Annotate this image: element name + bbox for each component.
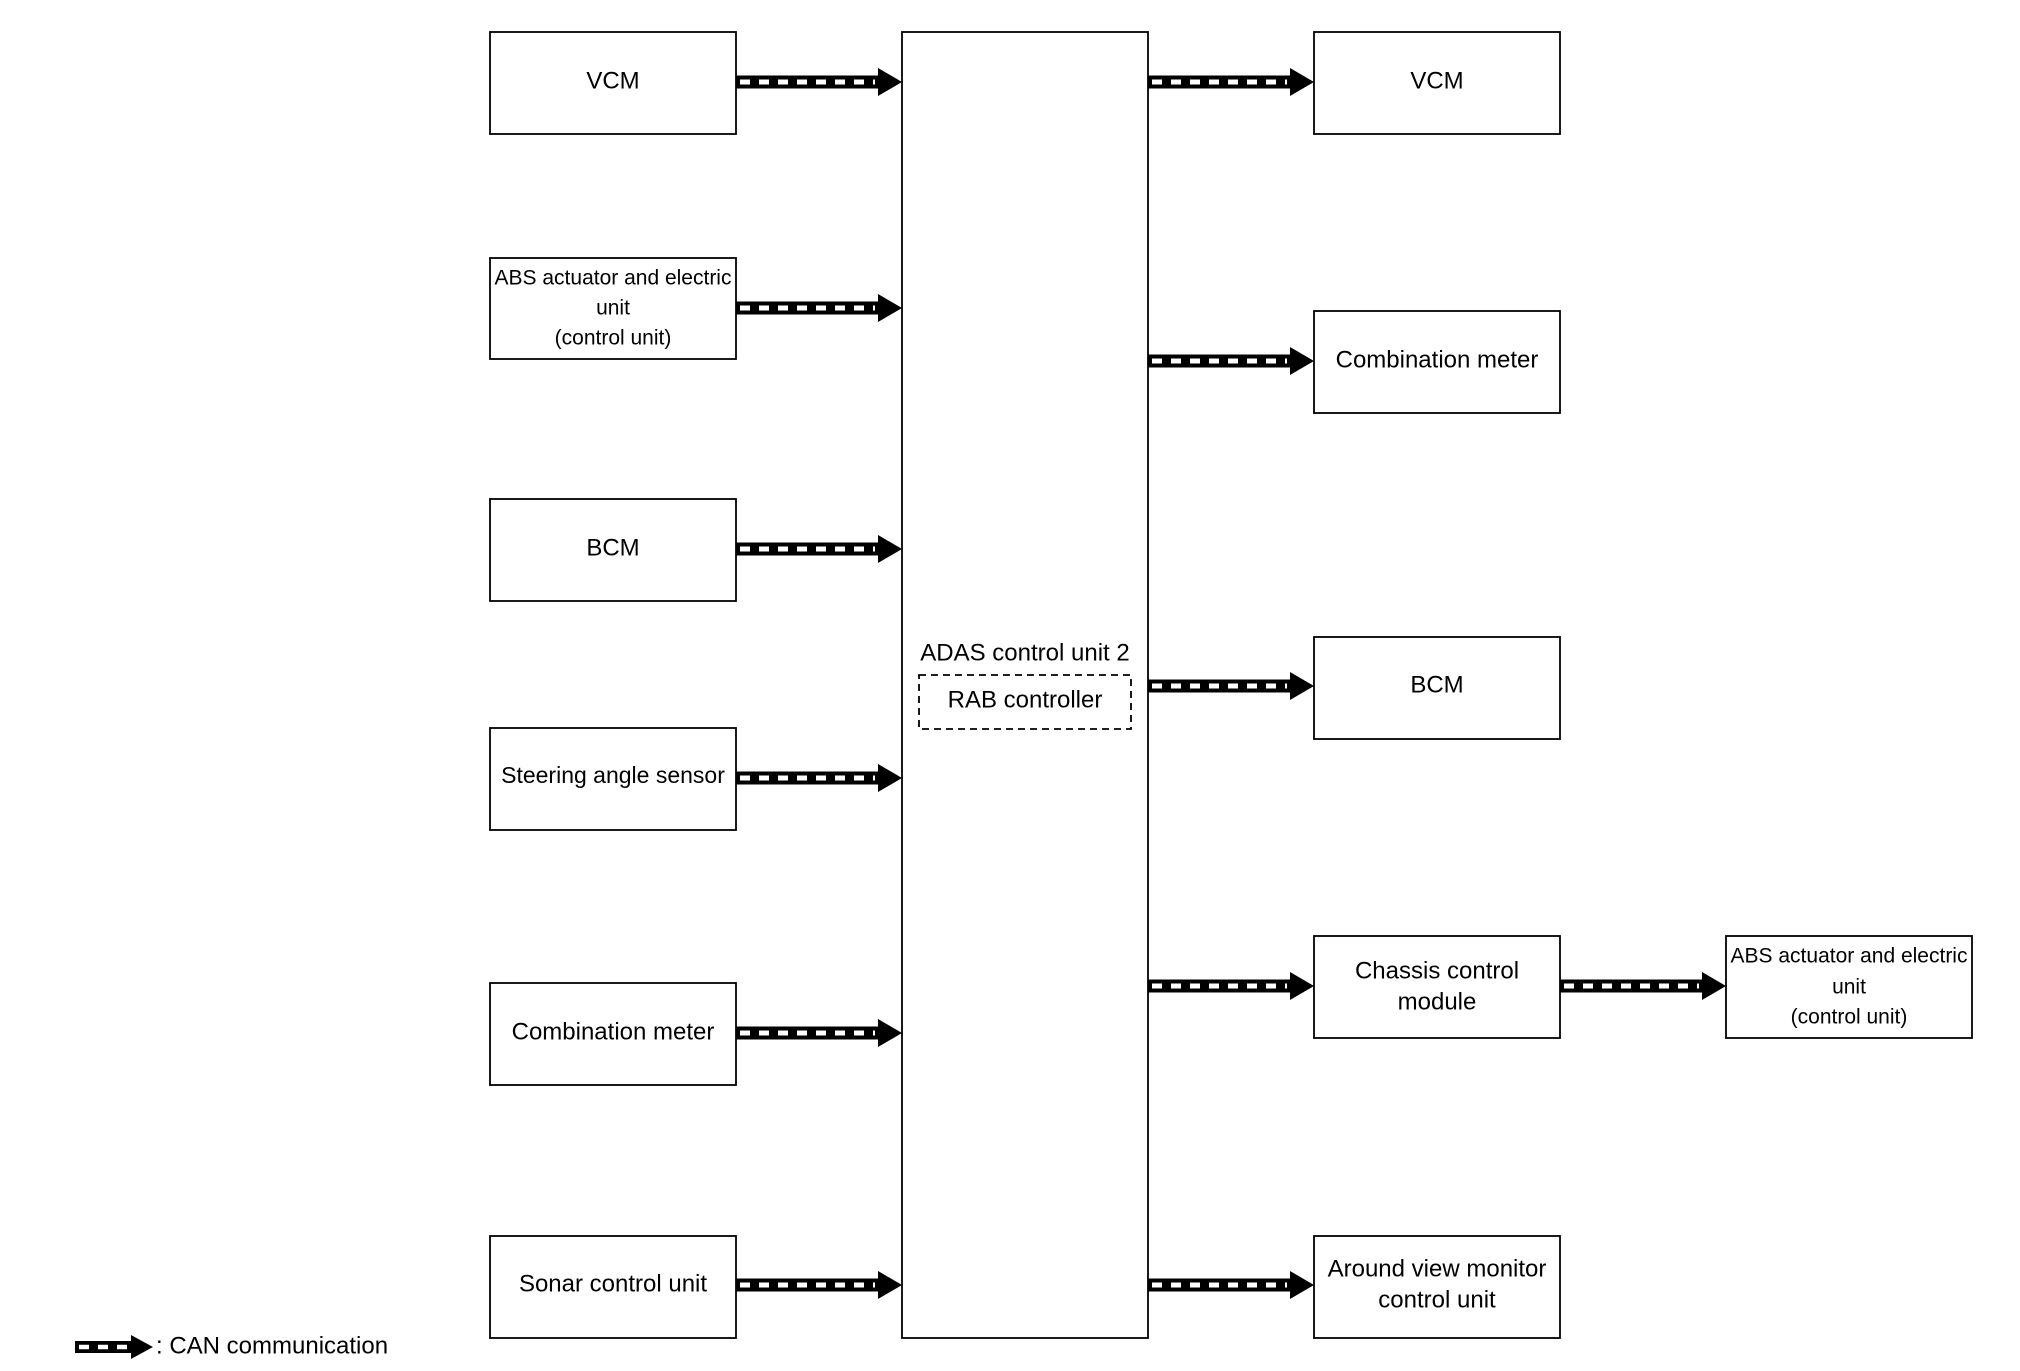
combination-meter-input-box xyxy=(489,982,737,1086)
far-right-abs-label-line2: unit xyxy=(1832,976,1866,999)
vcm-output-label: VCM xyxy=(1410,67,1463,94)
around-view-monitor-label-line1: Around view monitor xyxy=(1328,1255,1547,1282)
chassis-control-module-box xyxy=(1313,935,1561,1039)
vcm-input-box xyxy=(489,31,737,135)
legend-label: : CAN communication xyxy=(156,1332,388,1359)
sonar-input-box xyxy=(489,1235,737,1339)
vcm-output-box xyxy=(1313,31,1561,135)
right-output-vcm: VCM xyxy=(1313,31,1561,135)
combination-meter-output-box xyxy=(1313,310,1561,414)
legend-can-arrow xyxy=(75,1335,153,1359)
arrow-adas-to-chassis xyxy=(1148,972,1314,1000)
right-output-chassis-control-module: Chassis control module xyxy=(1313,935,1561,1039)
left-input-steering: Steering angle sensor xyxy=(489,727,737,831)
chassis-control-module-label-line1: Chassis control xyxy=(1355,957,1519,984)
arrow-chassis-to-abs xyxy=(1560,972,1726,1000)
far-right-abs-label-line3: (control unit) xyxy=(1791,1006,1908,1029)
far-right-abs-box xyxy=(1725,935,1973,1039)
abs-input-label-line2: unit xyxy=(596,297,630,320)
combination-meter-output-label: Combination meter xyxy=(1336,346,1539,373)
abs-input-label-line3: (control unit) xyxy=(555,327,672,350)
sonar-input-label: Sonar control unit xyxy=(519,1270,707,1297)
left-input-combination-meter: Combination meter xyxy=(489,982,737,1086)
left-input-sonar: Sonar control unit xyxy=(489,1235,737,1339)
arrow-adas-to-vcm xyxy=(1148,68,1314,96)
arrow-sonar-to-adas xyxy=(736,1271,902,1299)
bcm-output-box xyxy=(1313,636,1561,740)
arrow-steering-to-adas xyxy=(736,764,902,792)
right-output-around-view-monitor: Around view monitor control unit xyxy=(1313,1235,1561,1339)
left-input-abs: ABS actuator and electric unit (control … xyxy=(489,257,737,360)
steering-input-box xyxy=(489,727,737,831)
right-output-combination-meter: Combination meter xyxy=(1313,310,1561,414)
far-right-abs-label-line1: ABS actuator and electric xyxy=(1731,945,1968,968)
arrow-adas-to-avm xyxy=(1148,1271,1314,1299)
left-input-bcm: BCM xyxy=(489,498,737,602)
bcm-input-box xyxy=(489,498,737,602)
around-view-monitor-label-line2: control unit xyxy=(1378,1286,1496,1313)
chassis-control-module-label-line2: module xyxy=(1398,988,1477,1015)
rab-controller-label: RAB controller xyxy=(948,686,1103,713)
legend-arrow-shape xyxy=(75,1335,153,1359)
arrow-abs-to-adas xyxy=(736,294,902,322)
left-input-vcm: VCM xyxy=(489,31,737,135)
bcm-input-label: BCM xyxy=(586,534,639,561)
legend: : CAN communication xyxy=(75,1332,388,1359)
arrow-adas-to-bcm xyxy=(1148,672,1314,700)
adas-control-unit-title: ADAS control unit 2 xyxy=(920,639,1129,666)
right-output-bcm: BCM xyxy=(1313,636,1561,740)
vcm-input-label: VCM xyxy=(586,67,639,94)
abs-input-box xyxy=(489,257,737,360)
combination-meter-input-label: Combination meter xyxy=(512,1018,715,1045)
arrow-adas-to-meter xyxy=(1148,347,1314,375)
steering-input-label: Steering angle sensor xyxy=(501,762,725,788)
arrow-vcm-to-adas xyxy=(736,68,902,96)
bcm-output-label: BCM xyxy=(1410,671,1463,698)
can-arrows xyxy=(736,68,1726,1299)
far-right-abs: ABS actuator and electric unit (control … xyxy=(1725,935,1973,1039)
arrow-bcm-to-adas xyxy=(736,535,902,563)
around-view-monitor-box xyxy=(1313,1235,1561,1339)
adas-control-unit: ADAS control unit 2 RAB controller xyxy=(901,31,1149,1339)
adas-control-unit-box xyxy=(901,31,1149,1339)
abs-input-label-line1: ABS actuator and electric xyxy=(495,267,732,290)
rab-controller-box xyxy=(918,674,1132,730)
arrow-meter-to-adas xyxy=(736,1019,902,1047)
